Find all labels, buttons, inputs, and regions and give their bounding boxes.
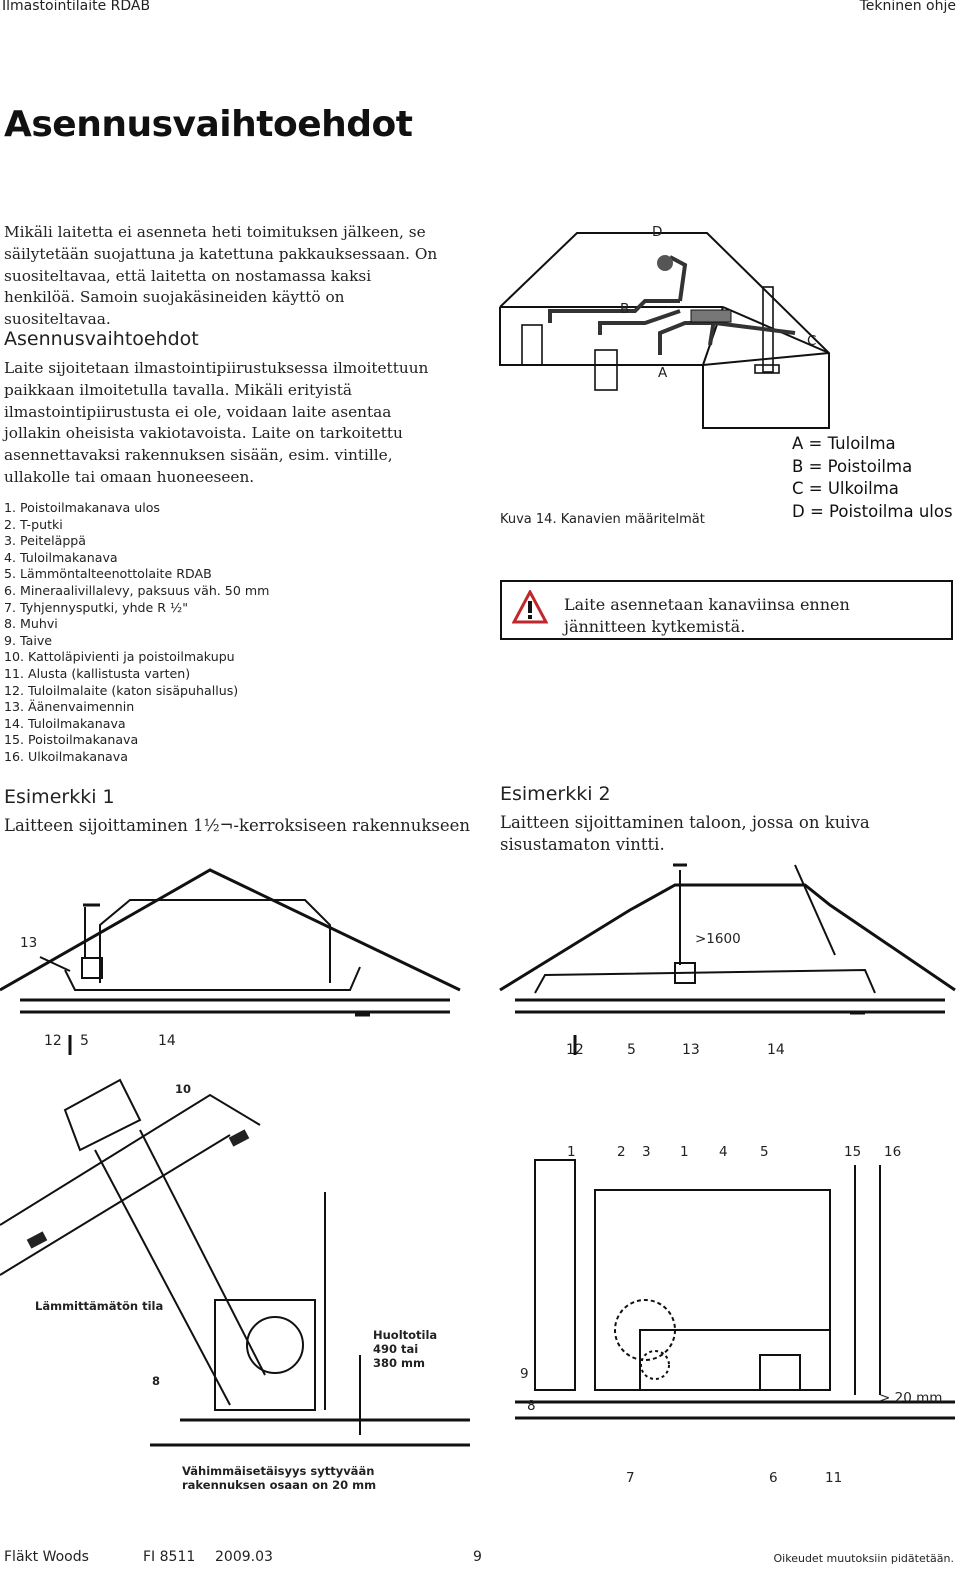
footer-date: 2009.03 [215, 1549, 273, 1565]
duct-legend: A = Tuloilma B = Poistoilma C = Ulkoilma… [792, 433, 953, 523]
installation-detail: 1 2 3 1 4 5 15 16 9 8 > 20 mm 7 6 11 [515, 1144, 955, 1486]
list-item: 14. Tuloilmakanava [4, 715, 126, 731]
list-item: 7. Tyhjennysputki, yhde R ½" [4, 599, 189, 615]
example1-label-12: 12 [44, 1033, 62, 1049]
example1-label-5: 5 [80, 1033, 89, 1049]
legend-item: B = Poistoilma [792, 456, 913, 476]
footer-brand: Fläkt Woods [4, 1549, 89, 1565]
example2-drawing: >1600 [499, 863, 956, 1055]
list-item: 5. Lämmöntalteenottolaite RDAB [4, 566, 212, 582]
example1-label-14: 14 [158, 1033, 176, 1049]
example1-drawing: 13 [0, 868, 461, 1055]
min-distance-label-1: Vähimmäisetäisyys syttyvään [182, 1464, 374, 1478]
list-item: 6. Mineraalivillalevy, paksuus väh. 50 m… [4, 582, 270, 598]
section-heading: Asennusvaihtoehdot [4, 328, 199, 350]
detail-top-label: 15 [844, 1144, 861, 1160]
figure-label-a: A [658, 365, 668, 381]
list-item: 1. Poistoilmakanava ulos [4, 500, 160, 515]
detail-bottom-label: 11 [825, 1470, 842, 1486]
list-item: 2. T-putki [4, 516, 63, 532]
warning-text-line2: jännitteen kytkemistä. [564, 617, 746, 636]
detail-top-label: 16 [884, 1144, 901, 1160]
example2-label-12: 12 [566, 1042, 584, 1058]
header-doc-title: Ilmastointilaite RDAB [2, 0, 151, 14]
list-item: 16. Ulkoilmakanava [4, 748, 128, 764]
detail-bottom-label: 7 [626, 1470, 635, 1486]
detail-label-10: 10 [175, 1082, 191, 1096]
section-body: Laite sijoitetaan ilmastointipiirustukse… [4, 359, 429, 486]
service-space-label-2: 490 tai [373, 1342, 418, 1356]
list-item: 11. Alusta (kallistusta varten) [4, 665, 191, 681]
detail-label-8: 8 [527, 1398, 536, 1414]
example2-text: Laitteen sijoittaminen taloon, jossa on … [500, 813, 870, 854]
footer-doc-code: FI 8511 [143, 1549, 196, 1565]
roof-penetration-detail: 10 Lämmittämätön tila 8 Huoltotila 490 t… [0, 1078, 470, 1492]
intro-paragraph: Mikäli laitetta ei asenneta heti toimitu… [4, 223, 438, 329]
list-item: 12. Tuloilmalaite (katon sisäpuhallus) [4, 682, 239, 698]
detail-top-label: 3 [642, 1144, 651, 1160]
parts-list: 1. Poistoilmakanava ulos 2. T-putki 3. P… [4, 500, 269, 766]
example2-heading: Esimerkki 2 [500, 783, 611, 805]
example2-dimension: >1600 [695, 931, 741, 947]
figure-caption: Kuva 14. Kanavien määritelmät [500, 512, 705, 527]
warning-triangle-icon [512, 590, 548, 624]
legend-item: C = Ulkoilma [792, 479, 899, 498]
warning-box: Laite asennetaan kanaviinsa ennen jännit… [500, 580, 953, 640]
detail-bottom-label: 6 [769, 1470, 778, 1486]
detail-top-label: 2 [617, 1144, 626, 1160]
header-doc-type: Tekninen ohje [859, 0, 956, 14]
clearance-dimension: > 20 mm [879, 1390, 942, 1406]
example2-label-5: 5 [627, 1042, 636, 1058]
page-number: 9 [473, 1549, 482, 1565]
list-item: 13. Äänenvaimennin [4, 699, 135, 715]
figure-label-c: C [807, 333, 816, 349]
example1-heading: Esimerkki 1 [4, 786, 115, 808]
example2-label-13: 13 [682, 1042, 700, 1058]
warning-text-line1: Laite asennetaan kanaviinsa ennen [564, 595, 850, 614]
detail-top-label: 5 [760, 1144, 769, 1160]
list-item: 3. Peiteläppä [4, 533, 87, 549]
list-item: 8. Muhvi [4, 616, 58, 632]
list-item: 9. Taive [4, 632, 53, 648]
figure-label-b: B [620, 301, 629, 317]
example1-label-13: 13 [20, 935, 37, 951]
page-title: Asennusvaihtoehdot [4, 104, 413, 145]
list-item: 15. Poistoilmakanava [4, 732, 139, 748]
service-space-label-3: 380 mm [373, 1356, 425, 1370]
service-space-label-1: Huoltotila [373, 1328, 437, 1342]
example1-text: Laitteen sijoittaminen 1½¬-kerroksiseen … [4, 816, 471, 835]
example2-label-14: 14 [767, 1042, 785, 1058]
list-item: 4. Tuloilmakanava [4, 549, 118, 565]
legend-item: D = Poistoilma ulos [792, 501, 953, 521]
detail-label-9: 9 [520, 1366, 529, 1382]
detail-top-label: 1 [567, 1144, 576, 1160]
legend-item: A = Tuloilma [792, 434, 896, 453]
footer-rights: Oikeudet muutoksiin pidätetään. [773, 1552, 954, 1565]
duct-definitions-figure: D B A C [499, 224, 830, 429]
detail-label-8: 8 [152, 1374, 160, 1388]
list-item: 10. Kattoläpivienti ja poistoilmakupu [4, 649, 235, 665]
min-distance-label-2: rakennuksen osaan on 20 mm [182, 1478, 376, 1492]
detail-top-label: 1 [680, 1144, 689, 1160]
detail-top-label: 4 [719, 1144, 728, 1160]
figure-label-d: D [652, 224, 662, 240]
unheated-space-label: Lämmittämätön tila [35, 1299, 163, 1313]
